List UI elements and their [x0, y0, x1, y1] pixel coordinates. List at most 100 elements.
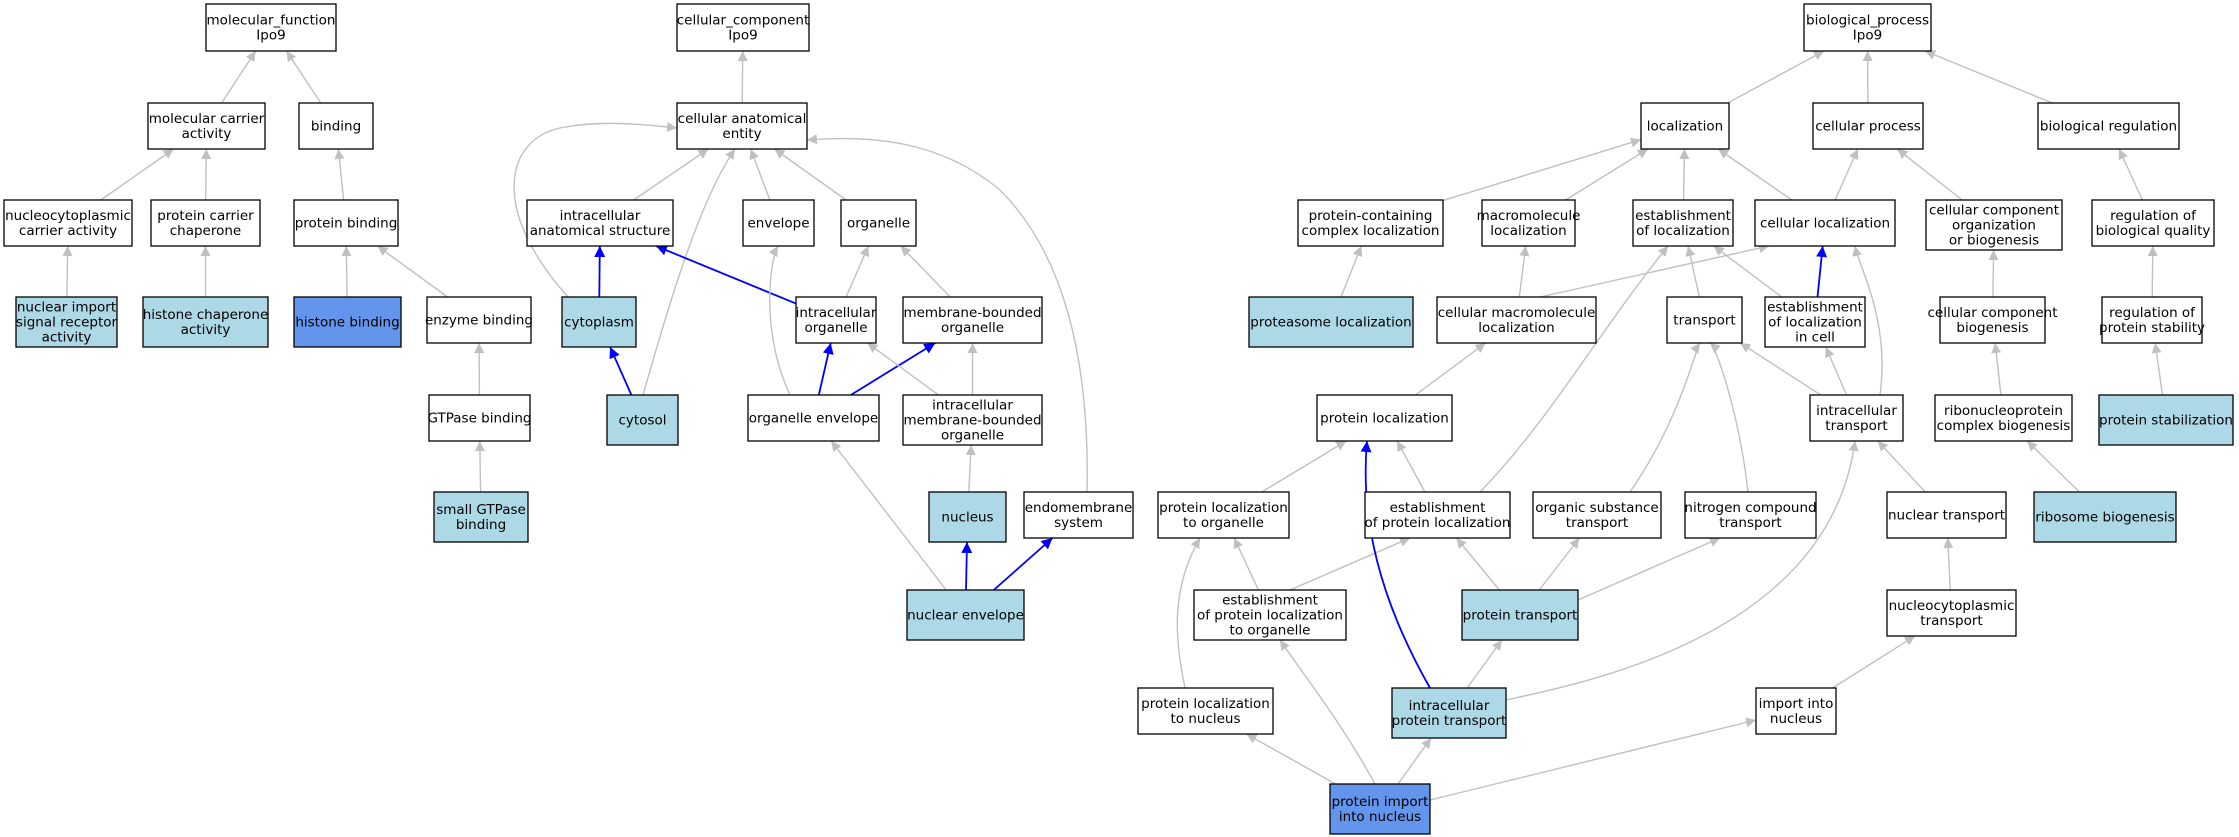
node-box[interactable]	[426, 296, 532, 344]
node-box[interactable]	[1329, 783, 1431, 835]
node-box[interactable]	[428, 394, 531, 442]
go-term-node[interactable]: nuclear transport	[1886, 491, 2007, 539]
node-box[interactable]	[1364, 491, 1511, 539]
go-term-node[interactable]: cytoplasm	[561, 296, 637, 348]
node-box[interactable]	[293, 199, 399, 247]
node-box[interactable]	[2091, 199, 2215, 247]
node-box[interactable]	[1461, 589, 1579, 641]
go-term-node[interactable]: envelope	[742, 199, 815, 247]
node-box[interactable]	[747, 394, 880, 442]
node-box[interactable]	[1886, 491, 2007, 539]
node-box[interactable]	[1934, 394, 2073, 442]
node-box[interactable]	[3, 199, 133, 247]
go-term-node[interactable]: protein transport	[1461, 589, 1579, 641]
node-box[interactable]	[1391, 687, 1507, 739]
go-term-node[interactable]: cytosol	[606, 394, 679, 446]
node-box[interactable]	[1803, 3, 1932, 52]
node-box[interactable]	[293, 296, 402, 348]
node-box[interactable]	[142, 296, 269, 348]
node-box[interactable]	[1023, 491, 1134, 539]
node-box[interactable]	[526, 199, 674, 247]
go-term-node[interactable]: GTPase binding	[428, 394, 532, 442]
node-box[interactable]	[1764, 296, 1866, 348]
node-box[interactable]	[1137, 687, 1274, 735]
node-box[interactable]	[902, 296, 1043, 344]
go-term-node[interactable]: cellular localization	[1754, 199, 1896, 247]
go-term-node[interactable]: protein stabilization	[2098, 394, 2234, 446]
go-term-node[interactable]: transport	[1666, 296, 1743, 344]
go-term-node[interactable]: localization	[1640, 102, 1730, 150]
node-box[interactable]	[795, 296, 877, 344]
go-term-node[interactable]: nuclear envelope	[906, 589, 1025, 641]
node-box[interactable]	[1316, 394, 1453, 442]
node-box[interactable]	[15, 296, 118, 348]
node-box[interactable]	[1754, 199, 1896, 247]
node-box[interactable]	[1632, 199, 1734, 247]
node-box[interactable]	[1666, 296, 1743, 344]
node-box[interactable]	[150, 199, 261, 247]
node-box[interactable]	[2033, 491, 2177, 543]
node-box[interactable]	[1755, 687, 1837, 735]
go-term-node[interactable]: proteasome localization	[1248, 296, 1414, 348]
node-box[interactable]	[205, 3, 337, 52]
node-box[interactable]	[1297, 199, 1444, 247]
node-box[interactable]	[1809, 394, 1904, 442]
node-box[interactable]	[2101, 296, 2203, 344]
go-term-node[interactable]: cellular process	[1812, 102, 1924, 150]
node-box[interactable]	[2037, 102, 2180, 150]
node-box[interactable]	[1193, 589, 1347, 641]
node-box[interactable]	[1532, 491, 1662, 539]
go-term-node[interactable]: ribosome biogenesis	[2033, 491, 2177, 543]
go-term-node[interactable]: protein binding	[293, 199, 399, 247]
node-box[interactable]	[298, 102, 374, 150]
node-box[interactable]	[676, 102, 808, 150]
node-box[interactable]	[840, 199, 917, 247]
node-box[interactable]	[742, 199, 815, 247]
go-term-node[interactable]: organelle	[840, 199, 917, 247]
node-box[interactable]	[676, 3, 810, 52]
go-term-node[interactable]: nucleus	[928, 491, 1007, 543]
node-box[interactable]	[1812, 102, 1924, 150]
node-box[interactable]	[928, 491, 1007, 543]
node-box[interactable]	[1925, 199, 2063, 251]
node-box[interactable]	[1684, 491, 1817, 539]
go-term-node[interactable]: histone binding	[293, 296, 402, 348]
node-box[interactable]	[1886, 589, 2017, 637]
go-term-node[interactable]: binding	[298, 102, 374, 150]
go-term-node[interactable]: enzyme binding	[425, 296, 533, 344]
node-box[interactable]	[906, 589, 1025, 641]
node-box[interactable]	[1248, 296, 1414, 348]
node-box[interactable]	[433, 491, 529, 543]
go-term-node[interactable]: protein localization	[1316, 394, 1453, 442]
node-box[interactable]	[147, 102, 266, 150]
node-box[interactable]	[606, 394, 679, 446]
